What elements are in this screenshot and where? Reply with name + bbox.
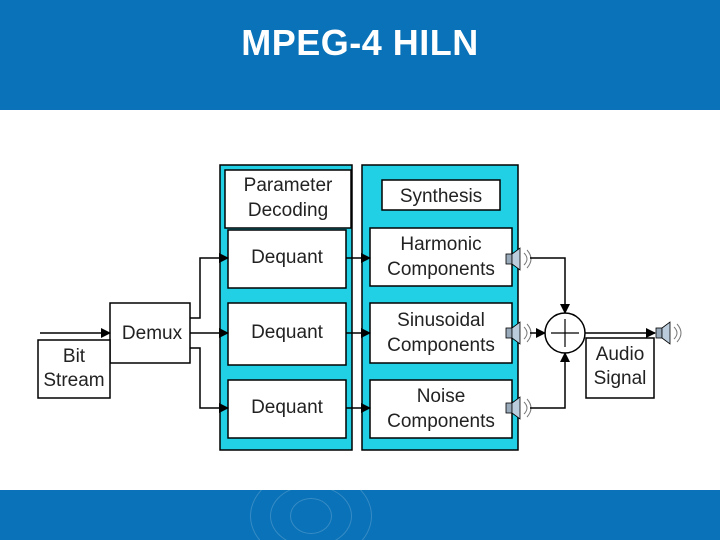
bit-stream-box [37, 339, 111, 399]
dequant-box-1 [227, 229, 347, 289]
harmonic-components-box [369, 227, 513, 287]
parameter-decoding-box [224, 169, 352, 229]
demux-label: Demux [122, 323, 183, 344]
harmonic-label-1: Harmonic [400, 234, 481, 255]
audio-signal-label-2: Signal [594, 368, 647, 389]
dequant-label-3: Dequant [251, 397, 324, 418]
speaker-icon [505, 321, 532, 345]
water-ripple-decoration [250, 490, 372, 540]
harmonic-to-sum-arrow [530, 257, 570, 314]
audio-signal-label-1: Audio [596, 344, 645, 365]
slide-title: MPEG-4 HILN [241, 22, 479, 63]
harmonic-label-2: Components [387, 259, 495, 280]
noise-label-1: Noise [417, 386, 466, 407]
demux-box [109, 302, 191, 364]
noise-label-2: Components [387, 411, 495, 432]
synthesis-box [381, 179, 501, 211]
sinusoidal-label-2: Components [387, 335, 495, 356]
parameter-decoding-label-2: Decoding [248, 200, 328, 221]
water-ripple-decoration [290, 498, 332, 534]
sinusoidal-label-1: Sinusoidal [397, 310, 485, 331]
bit-stream-label-1: Bit [63, 346, 86, 367]
demux-to-dequant-3-arrow [190, 347, 229, 413]
noise-to-sum-arrow [530, 352, 570, 409]
demux-to-dequant-1-arrow [190, 253, 229, 319]
dequant-label-1: Dequant [251, 247, 324, 268]
speaker-icon [655, 321, 682, 345]
slide-header: MPEG-4 HILN [0, 0, 720, 110]
dequant-box-2 [227, 302, 347, 366]
water-ripple-decoration [270, 490, 352, 540]
sinusoidal-components-box [369, 302, 513, 364]
parameter-decoding-label-1: Parameter [244, 175, 333, 196]
speaker-icon [505, 247, 532, 271]
noise-components-box [369, 379, 513, 439]
synthesis-label: Synthesis [400, 186, 482, 207]
speaker-icon [505, 396, 532, 420]
audio-signal-box [585, 337, 655, 399]
slide-footer [0, 490, 720, 540]
dequant-box-3 [227, 379, 347, 439]
dequant-label-2: Dequant [251, 322, 324, 343]
bit-stream-label-2: Stream [43, 370, 104, 391]
